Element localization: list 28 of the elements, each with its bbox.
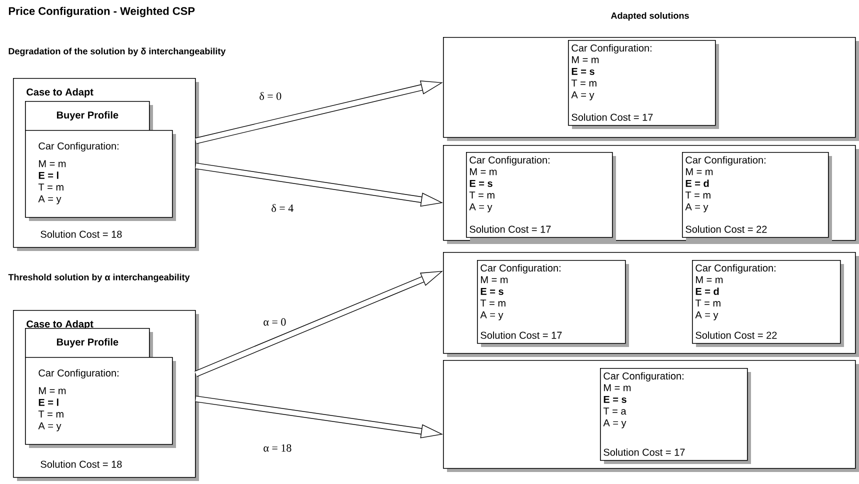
node-label: Car Configuration:: [470, 156, 550, 166]
node-label: M = m: [470, 168, 497, 176]
solution-box: Car Configuration: M = m E = s T = m A = y Solution Cost = 17: [568, 40, 719, 129]
edge-label: δ = 4: [270, 203, 295, 213]
edge-label: α = 18: [262, 443, 293, 453]
node-label: Car Configuration:: [686, 156, 766, 166]
title: Price Configuration - Weighted CSP: [8, 6, 195, 18]
heading: Threshold solution by α interchangeability: [8, 274, 190, 282]
node-label: T = m: [685, 192, 710, 199]
node-label: Solution Cost = 17: [470, 225, 551, 233]
node-label: E = s: [470, 180, 492, 187]
node-label: E = d: [686, 180, 709, 187]
profile-box: Buyer Profile: [25, 101, 153, 134]
solution-box: Car Configuration: M = m E = s T = m A = y Solution Cost = 17: [466, 152, 616, 241]
node-label: T = m: [469, 192, 494, 199]
edge-label: α = 0: [262, 317, 288, 327]
heading: Degradation of the solution by δ interchangeability: [8, 48, 226, 56]
node-label: A = y: [685, 203, 708, 212]
solution-box: Car Configuration: M = m E = s T = a A = y Solution Cost = 17: [600, 368, 751, 464]
solution-box: Car Configuration: M = m E = d T = m A = y Solution Cost = 22: [692, 260, 844, 347]
heading: Adapted solutions: [610, 12, 689, 21]
solution-box: Car Configuration: M = m E = s T = m A = y Solution Cost = 17: [477, 260, 629, 347]
node-label: M = m: [686, 168, 713, 176]
profile-box: Buyer Profile: [25, 328, 153, 361]
node-label: A = y: [469, 203, 492, 212]
edge-label: δ = 0: [258, 91, 283, 101]
node-label: Solution Cost = 22: [686, 225, 767, 233]
solution-box: Car Configuration: M = m E = d T = m A = y Solution Cost = 22: [682, 152, 832, 241]
